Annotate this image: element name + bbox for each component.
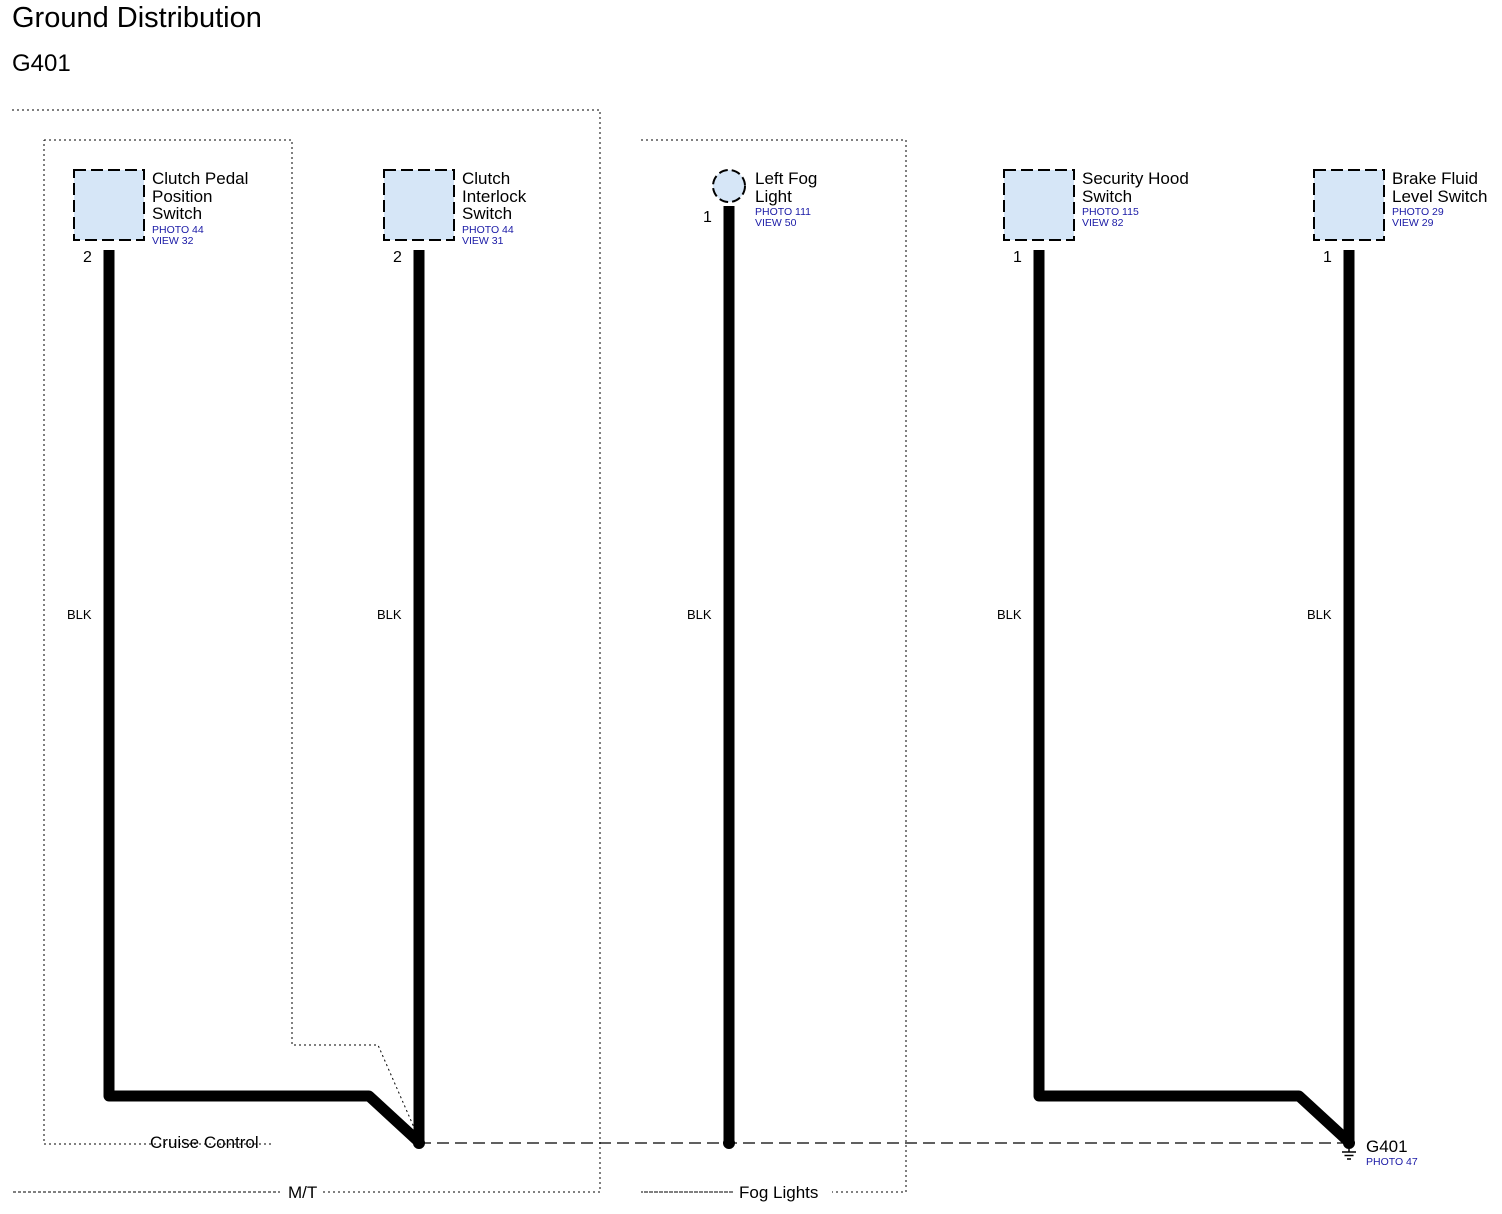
splice-point-fog (723, 1137, 735, 1149)
ground-g401-icon (1342, 1137, 1356, 1160)
cruise-control-option-label: Cruise Control (150, 1133, 259, 1152)
component-name-line: Left Fog (755, 169, 817, 188)
component-name-line: Clutch Pedal (152, 169, 248, 188)
component-clutch-pedal-position-switch[interactable]: Clutch Pedal Position Switch PHOTO 44 VI… (73, 169, 248, 266)
wire-color-label: BLK (997, 607, 1022, 622)
photo-ref-link[interactable]: PHOTO 111 (755, 206, 811, 218)
component-name-line: Switch (1082, 187, 1132, 206)
connector-round-icon (712, 169, 746, 203)
page-title: Ground Distribution (12, 2, 262, 34)
connector-square-icon (1003, 169, 1075, 241)
photo-ref-link[interactable]: PHOTO 44 (462, 224, 514, 236)
pin-number: 1 (1013, 249, 1022, 266)
wire-clutch-pedal-position-switch (103, 250, 423, 1147)
wire-color-label: BLK (1307, 607, 1332, 622)
view-ref-link[interactable]: VIEW 29 (1392, 217, 1434, 229)
pin-number: 2 (83, 249, 92, 266)
component-name-line: Brake Fluid (1392, 169, 1478, 188)
component-name-line: Position (152, 187, 212, 206)
page-subtitle: G401 (12, 50, 71, 77)
view-ref-link[interactable]: VIEW 32 (152, 235, 194, 247)
mt-option-box (12, 109, 601, 1193)
cruise-control-option-box (43, 139, 417, 1145)
component-name-line: Light (755, 187, 792, 206)
component-name-line: Security Hood (1082, 169, 1189, 188)
photo-ref-link[interactable]: PHOTO 115 (1082, 206, 1139, 218)
component-name-line: Clutch (462, 169, 510, 188)
wire-security-hood-switch (1033, 250, 1353, 1147)
mt-option-label: M/T (288, 1183, 317, 1202)
photo-ref-link[interactable]: PHOTO 44 (152, 224, 204, 236)
photo-ref-link[interactable]: PHOTO 29 (1392, 206, 1444, 218)
wire-color-label: BLK (377, 607, 402, 622)
pin-number: 1 (703, 209, 712, 226)
connector-square-icon (73, 169, 145, 241)
splice-point-mt (413, 1137, 425, 1149)
component-left-fog-light[interactable]: Left Fog Light PHOTO 111 VIEW 50 1 (703, 169, 817, 229)
component-brake-fluid-level-switch[interactable]: Brake Fluid Level Switch PHOTO 29 VIEW 2… (1313, 169, 1487, 266)
wire-color-label: BLK (687, 607, 712, 622)
connector-square-icon (383, 169, 455, 241)
ground-name: G401 (1366, 1137, 1408, 1156)
view-ref-link[interactable]: VIEW 50 (755, 217, 797, 229)
component-clutch-interlock-switch[interactable]: Clutch Interlock Switch PHOTO 44 VIEW 31… (383, 169, 527, 266)
component-name-line: Level Switch (1392, 187, 1487, 206)
component-name-line: Switch (152, 204, 202, 223)
wire-color-label: BLK (67, 607, 92, 622)
view-ref-link[interactable]: VIEW 82 (1082, 217, 1124, 229)
component-security-hood-switch[interactable]: Security Hood Switch PHOTO 115 VIEW 82 1 (1003, 169, 1189, 266)
component-name-line: Interlock (462, 187, 527, 206)
view-ref-link[interactable]: VIEW 31 (462, 235, 504, 247)
component-name-line: Switch (462, 204, 512, 223)
connector-square-icon (1313, 169, 1385, 241)
fog-lights-option-box (641, 139, 907, 1193)
ground-photo-ref[interactable]: PHOTO 47 (1366, 1156, 1418, 1168)
pin-number: 1 (1323, 249, 1332, 266)
pin-number: 2 (393, 249, 402, 266)
fog-lights-option-label: Fog Lights (739, 1183, 818, 1202)
